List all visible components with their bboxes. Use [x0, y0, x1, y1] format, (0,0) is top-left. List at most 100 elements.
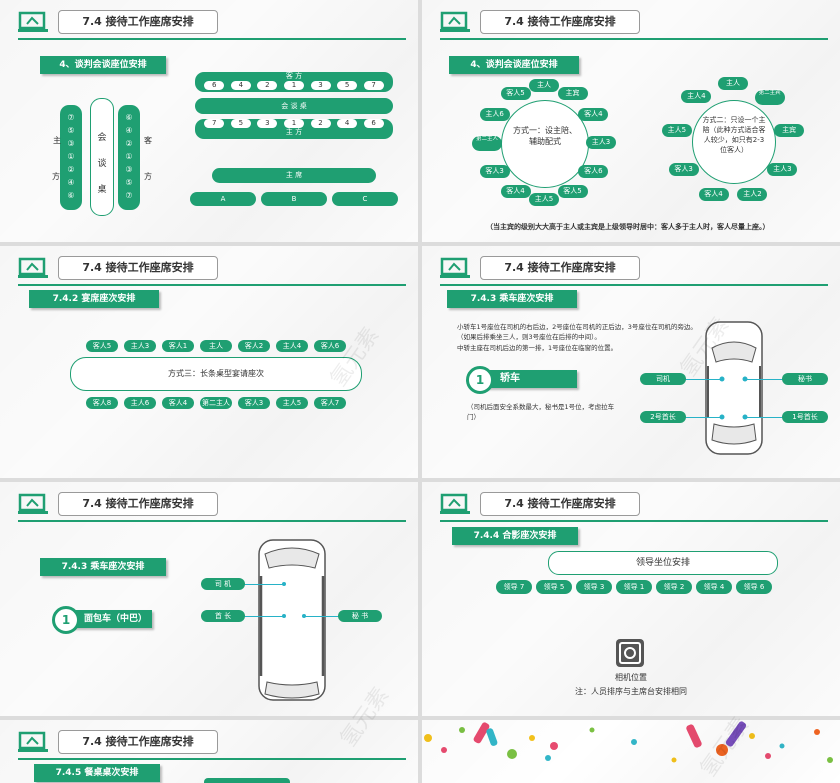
row-seat-number: 4: [337, 119, 358, 128]
seat-node: 主人5: [661, 124, 692, 138]
guest-seat-number: ④: [125, 126, 133, 135]
presentation-logo-icon: [440, 493, 470, 514]
guest-seat-number: ①: [125, 152, 133, 161]
guest-seat-number: ⑤: [125, 178, 133, 187]
banquet-seat: 客人6: [314, 340, 346, 352]
seat-node: 客人4: [698, 187, 729, 201]
header-divider: [440, 38, 828, 40]
banquet-seat: 主人3: [124, 340, 156, 352]
seat-node: 客人4: [578, 107, 609, 121]
seat-node: 主宾: [557, 86, 588, 100]
section-tag: 7.4.4 合影座次安排: [452, 527, 578, 545]
host-seat-number: ③: [67, 139, 75, 148]
banquet-seat: 客人3: [238, 397, 270, 409]
long-table: 方式三：长条桌型宴请座次: [70, 357, 362, 391]
slide-ending[interactable]: [422, 720, 840, 783]
presentation-logo-icon: [18, 257, 48, 278]
label-driver: 司 机: [201, 578, 245, 590]
row-seat-number: 1: [283, 119, 304, 128]
banquet-seat: 客人4: [162, 397, 194, 409]
camera-icon: [616, 639, 644, 667]
step-number: 1: [466, 366, 494, 394]
podium-seat-c: C: [332, 192, 398, 206]
banquet-seat: 客人2: [238, 340, 270, 352]
step-number: 1: [52, 606, 80, 634]
vehicle-type-banner: 1 面包车（中巴）: [52, 606, 152, 634]
banquet-seat: 主人: [200, 340, 232, 352]
slide-title: 7.4 接待工作座席安排: [480, 10, 640, 34]
guest-label-top: 客: [144, 136, 152, 145]
podium-seat-a: A: [190, 192, 256, 206]
podium-seat-b: B: [261, 192, 327, 206]
guest-seat-number: ②: [125, 139, 133, 148]
negotiation-table-vertical: 会 谈 桌: [90, 98, 114, 216]
car-type-label: 轿车: [500, 373, 520, 384]
banquet-seat: 客人8: [86, 397, 118, 409]
banquet-seat: 客人5: [86, 340, 118, 352]
presentation-logo-icon: [440, 11, 470, 32]
secretary-line: [745, 379, 785, 380]
table-char-3: 桌: [97, 185, 107, 195]
guest-seat-number: ⑥: [125, 113, 133, 122]
car-description-2: 中轿主座在司机后边的第一排，1号座位在临窗的位置。: [457, 344, 618, 352]
header-divider: [440, 284, 828, 286]
photo-seat: 领导 2: [656, 580, 692, 594]
label-secretary: 秘书: [782, 373, 828, 385]
slide-negotiation-2[interactable]: 7.4 接待工作座席安排 4、谈判会谈座位安排 方式一：设主陪、辅助配式 方式二…: [422, 0, 840, 242]
banquet-seat: 客人7: [314, 397, 346, 409]
vehicle-type-label: 面包车（中巴）: [84, 614, 148, 624]
photo-seat: 领导 1: [616, 580, 652, 594]
label-leader: 首 长: [201, 610, 245, 622]
negotiation-table: 会 谈 桌: [195, 98, 393, 114]
section-tag: 7.4.3 乘车座次安排: [447, 290, 577, 308]
seat-node: 客人3: [479, 164, 510, 178]
banquet-seat: 第二主人: [200, 397, 232, 409]
host-seat-number: ⑤: [67, 126, 75, 135]
camera-label: 相机位置: [615, 673, 647, 682]
label-secretary: 秘 书: [338, 610, 382, 622]
seat-node: 主人5: [529, 193, 559, 206]
guest-seat-number: ③: [125, 165, 133, 174]
seat-node: 主人6: [479, 107, 510, 121]
label-leader-2: 2号首长: [640, 411, 686, 423]
row-seat-number: 6: [204, 81, 225, 90]
seat-node: 客人5: [557, 185, 588, 199]
row-seat-number: 4: [230, 81, 251, 90]
slide-car[interactable]: 7.4 接待工作座席安排 7.4.3 乘车座次安排 小轿车1号座位在司机的右后边…: [422, 246, 840, 478]
section-tag: 7.4.5 餐桌桌次安排: [34, 764, 160, 782]
leader2-line: [680, 417, 722, 418]
banquet-seat: 主人5: [276, 397, 308, 409]
slide-minibus[interactable]: 7.4 接待工作座席安排 7.4.3 乘车座次安排 1 面包车（中巴） 司 机 …: [0, 482, 418, 716]
host-label-top: 主: [53, 136, 61, 145]
photo-seat: 领导 7: [496, 580, 532, 594]
round-table-1-label: 方式一：设主陪、辅助配式: [513, 126, 577, 146]
banquet-seat: 主人6: [124, 397, 156, 409]
seat-node: 主人: [718, 77, 748, 90]
header-divider: [440, 520, 828, 522]
host-seat-number: ⑥: [67, 191, 75, 200]
arrangement-note: 注：人员排序与主席台安排相同: [575, 687, 687, 696]
slide-dining[interactable]: 7.4 接待工作座席安排 7.4.5 餐桌桌次安排: [0, 720, 418, 783]
row-seat-number: 5: [230, 119, 251, 128]
photo-seat: 领导 4: [696, 580, 732, 594]
minibus-diagram-icon: [258, 539, 326, 701]
confetti-decoration-icon: [424, 721, 833, 763]
podium: 主 席: [212, 168, 376, 183]
seat-node: 客人6: [578, 164, 609, 178]
row-seat-number: 5: [337, 81, 358, 90]
seat-node: 主人3: [767, 162, 798, 176]
leader-line: [234, 616, 284, 617]
section-tag: 4、谈判会谈座位安排: [40, 56, 166, 74]
leader1-line: [745, 417, 785, 418]
host-seat-number: ④: [67, 178, 75, 187]
photo-seat: 领导 3: [576, 580, 612, 594]
slide-title: 7.4 接待工作座席安排: [58, 256, 218, 280]
row-seat-number: 6: [363, 119, 384, 128]
host-seat-number: ①: [67, 152, 75, 161]
seat-node: 主人: [529, 79, 559, 92]
slide-title: 7.4 接待工作座席安排: [58, 492, 218, 516]
